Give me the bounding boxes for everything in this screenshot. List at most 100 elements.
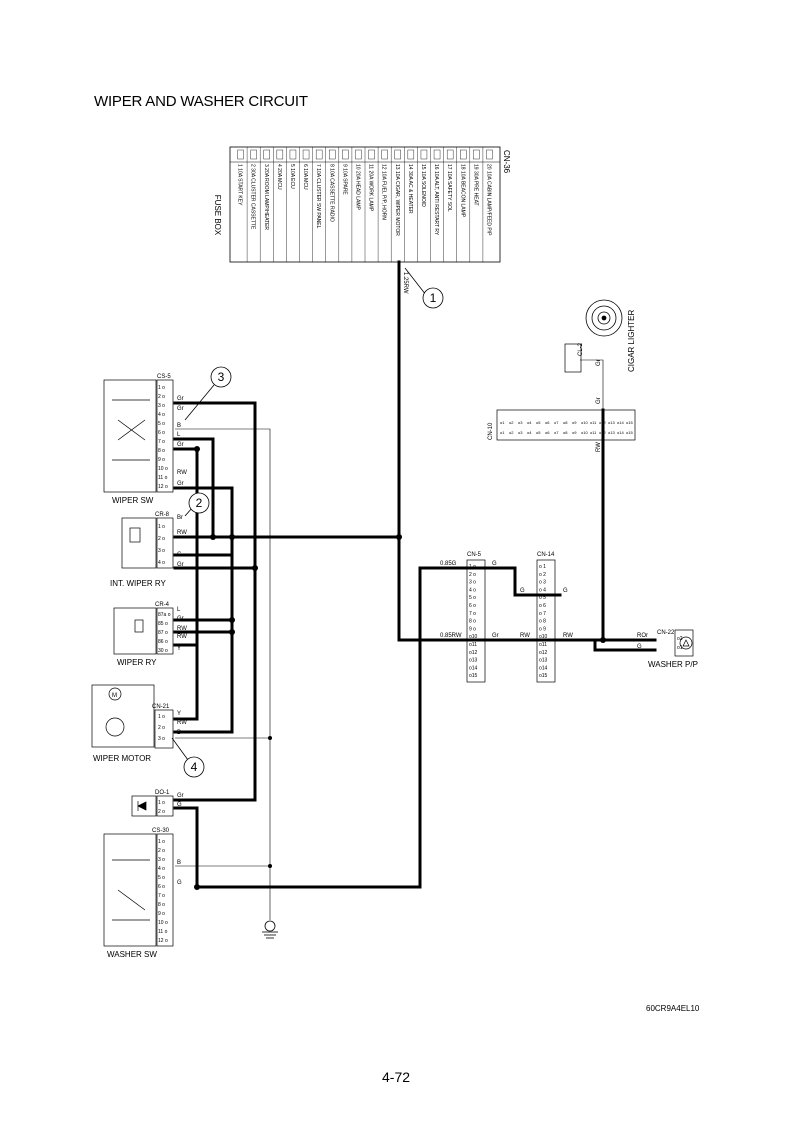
pin-number: 5 o bbox=[158, 875, 165, 881]
pin-number: 9 o bbox=[469, 626, 476, 632]
callout-3: 3 bbox=[218, 370, 225, 384]
connector-label: CR-4 bbox=[155, 602, 170, 608]
wire-label: RW bbox=[563, 633, 573, 639]
fuse-label: 20 10A CABIN LAMP/FEED P/P bbox=[485, 164, 491, 236]
fuse-icon bbox=[420, 149, 428, 160]
wire-label: 0.85RW bbox=[440, 633, 462, 639]
wire-label: Gr bbox=[177, 442, 184, 448]
wire-label: Gr bbox=[177, 562, 184, 568]
fuse-icon bbox=[446, 149, 454, 160]
fuse-icon bbox=[368, 149, 375, 160]
component-name: WIPER RY bbox=[117, 658, 157, 667]
fuse-icon bbox=[394, 149, 401, 160]
wire-label: RW bbox=[177, 470, 187, 476]
pin-number: o11 bbox=[590, 430, 597, 435]
fuse-label: 12 10A FUEL P/P, HORN bbox=[381, 164, 387, 220]
wire-label: Gr bbox=[177, 793, 184, 799]
pin-number: 87a o bbox=[158, 612, 171, 618]
wiring bbox=[173, 260, 657, 889]
component-name: WIPER MOTOR bbox=[93, 754, 151, 763]
fuse-label: 1 10A START KEY bbox=[237, 164, 243, 206]
pin-number: 2 o bbox=[158, 725, 165, 731]
wire-label: Gr bbox=[177, 616, 184, 622]
washer-sw-box bbox=[103, 833, 157, 947]
wire-label: B bbox=[177, 860, 181, 866]
fuse-icon bbox=[473, 149, 480, 160]
fuse-icon bbox=[250, 149, 257, 160]
pin-number: o11 bbox=[539, 642, 547, 648]
pin-number: 5 o bbox=[469, 595, 476, 601]
wiper-motor-icon: M bbox=[105, 687, 125, 737]
fuse-label: 2 30A CLUSTER CASSETTE bbox=[250, 164, 256, 230]
pin-number: 10 o bbox=[158, 466, 168, 472]
wire-label: G bbox=[520, 588, 525, 594]
pin-number: 8 o bbox=[469, 619, 476, 625]
pin-number: o5 bbox=[536, 430, 541, 435]
fuse-label: 8 10A CASSETTE RADIO bbox=[328, 164, 334, 222]
fuse-icon bbox=[289, 149, 297, 160]
fuse-icon bbox=[486, 149, 493, 160]
wire-label: RW bbox=[177, 634, 187, 640]
wire-label: RW bbox=[177, 530, 187, 536]
wire-label: ROr bbox=[637, 633, 648, 639]
component-name: WASHER P/P bbox=[648, 660, 698, 669]
pin-number: 4 o bbox=[158, 866, 165, 872]
wire-label: Br bbox=[177, 515, 183, 521]
callout-1: 1 bbox=[430, 291, 437, 305]
fuse-icon bbox=[460, 149, 467, 160]
fuse-label: 11 20A WORK LAMP bbox=[368, 164, 374, 212]
wire-label: G bbox=[492, 561, 497, 567]
figure-code: 60CR9A4EL10 bbox=[646, 1004, 700, 1013]
cigar-lighter-icon bbox=[585, 299, 623, 337]
component-name: INT. WIPER RY bbox=[110, 579, 167, 588]
wire-label: RW bbox=[177, 626, 187, 632]
pin-number: o14 bbox=[469, 665, 478, 671]
pin-number: o11 bbox=[469, 642, 477, 648]
pin-number: 1 o bbox=[158, 714, 165, 720]
pin-number: 12 o bbox=[158, 484, 168, 490]
pin-number: 4 o bbox=[469, 587, 476, 593]
pin-number: o8 bbox=[563, 420, 568, 425]
pin-number: o 2 bbox=[539, 572, 546, 578]
fuse-label: 6 10A MCU bbox=[302, 164, 308, 190]
wire-label: G bbox=[177, 552, 182, 558]
pin-number: o13 bbox=[539, 658, 548, 664]
fuse-label: 4 20A MCU bbox=[276, 164, 282, 190]
wire-label: G bbox=[177, 880, 182, 886]
pin-number: o15 bbox=[539, 673, 548, 679]
pin-number: o10 bbox=[581, 430, 588, 435]
pin-number: o12 bbox=[599, 420, 606, 425]
pin-number: 9 o bbox=[158, 911, 165, 917]
wire-label: 0.85G bbox=[440, 561, 457, 567]
pin-number: 12 o bbox=[158, 938, 168, 944]
pin-number: 2 o bbox=[158, 809, 165, 815]
wire-label: B bbox=[177, 730, 181, 736]
pin-number: o10 bbox=[539, 634, 548, 640]
pin-number: o11 bbox=[590, 420, 597, 425]
pin-number: o12 bbox=[539, 650, 548, 656]
pin-number: o1 bbox=[677, 645, 683, 651]
fuse-icon bbox=[433, 149, 441, 160]
pin-number: o13 bbox=[608, 430, 615, 435]
pin-number: 4 o bbox=[158, 412, 165, 418]
pin-number: o15 bbox=[469, 673, 478, 679]
fuse-icon bbox=[355, 149, 362, 160]
wire-label: Gr bbox=[177, 481, 184, 487]
fuse-label: 9 10A SPARE bbox=[341, 164, 347, 195]
pin-number: 3 o bbox=[469, 580, 476, 586]
wiper-sw-pins bbox=[156, 379, 174, 493]
pin-number: 3 o bbox=[158, 548, 165, 554]
component-name: CIGAR LIGHTER bbox=[627, 310, 636, 372]
pin-number: 2 o bbox=[158, 848, 165, 854]
pin-number: 5 o bbox=[158, 421, 165, 427]
pin-number: 1 o bbox=[158, 524, 165, 530]
wiper-sw-box bbox=[103, 379, 157, 493]
wire-label: Gr bbox=[492, 633, 499, 639]
diode-box bbox=[131, 795, 157, 817]
connector-label: CN-22 bbox=[657, 630, 675, 636]
pin-number: 7 o bbox=[158, 439, 165, 445]
pin-number: 3 o bbox=[158, 857, 165, 863]
connector-label: CN-14 bbox=[537, 552, 555, 558]
pin-number: o5 bbox=[536, 420, 541, 425]
